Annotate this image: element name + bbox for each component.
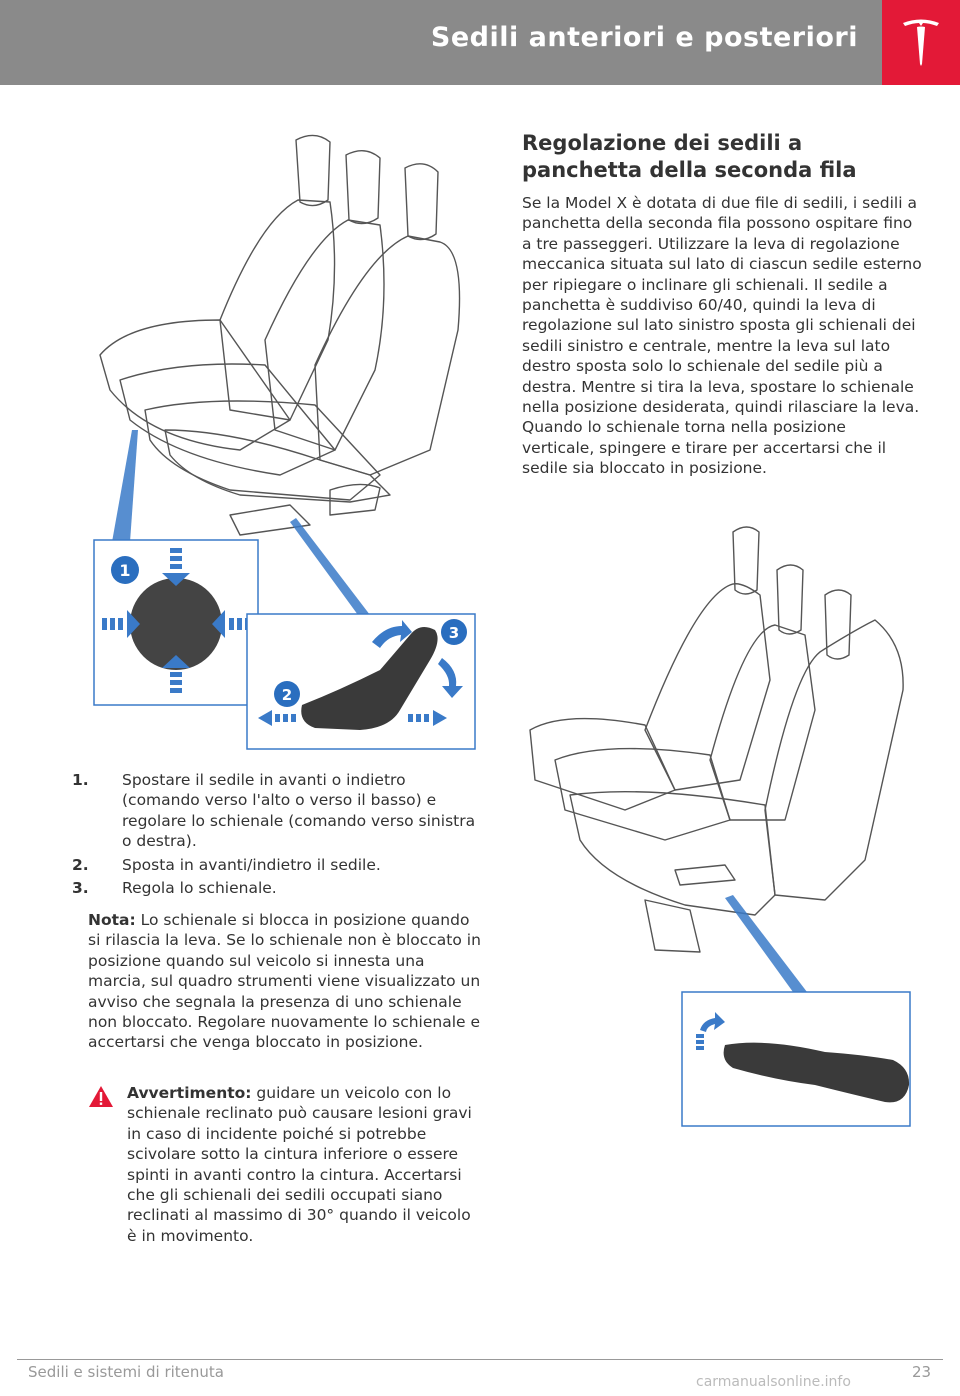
footer-section-title: Sedili e sistemi di ritenuta [28, 1363, 224, 1381]
list-item: 2.Sposta in avanti/indietro il sedile. [72, 855, 381, 874]
tesla-logo-icon [903, 19, 939, 66]
page-header: Sedili anteriori e posteriori [0, 0, 960, 85]
callout-1: 1 [119, 561, 130, 580]
footer-divider [17, 1359, 943, 1360]
section-body: Se la Model X è dotata di due file di se… [522, 194, 922, 478]
callout-2: 2 [282, 686, 292, 704]
front-seat-figure: 1 2 3 [93, 134, 476, 750]
steps-list: 1.Spostare il sedile in avanti o indietr… [72, 770, 480, 901]
warning-text: guidare un veicolo con lo schienale recl… [127, 1084, 472, 1245]
note-paragraph: Nota: Lo schienale si blocca in posizion… [88, 910, 483, 1053]
page-title: Sedili anteriori e posteriori [430, 22, 858, 53]
brand-logo [882, 0, 960, 85]
callout-3: 3 [449, 624, 459, 642]
warning-block: Avvertimento: guidare un veicolo con lo … [88, 1083, 483, 1246]
note-label: Nota: [88, 911, 136, 929]
list-item: 1.Spostare il sedile in avanti o indietr… [72, 771, 476, 851]
warning-label: Avvertimento: [127, 1084, 252, 1102]
watermark: carmanualsonline.info [696, 1374, 851, 1390]
list-item: 3.Regola lo schienale. [72, 879, 277, 898]
rear-bench-figure [529, 526, 911, 1127]
page-number: 23 [912, 1363, 932, 1381]
warning-triangle-icon [89, 1086, 113, 1107]
note-text: Lo schienale si blocca in posizione quan… [88, 911, 481, 1052]
section-heading: Regolazione dei sedili a panchetta della… [522, 131, 857, 182]
